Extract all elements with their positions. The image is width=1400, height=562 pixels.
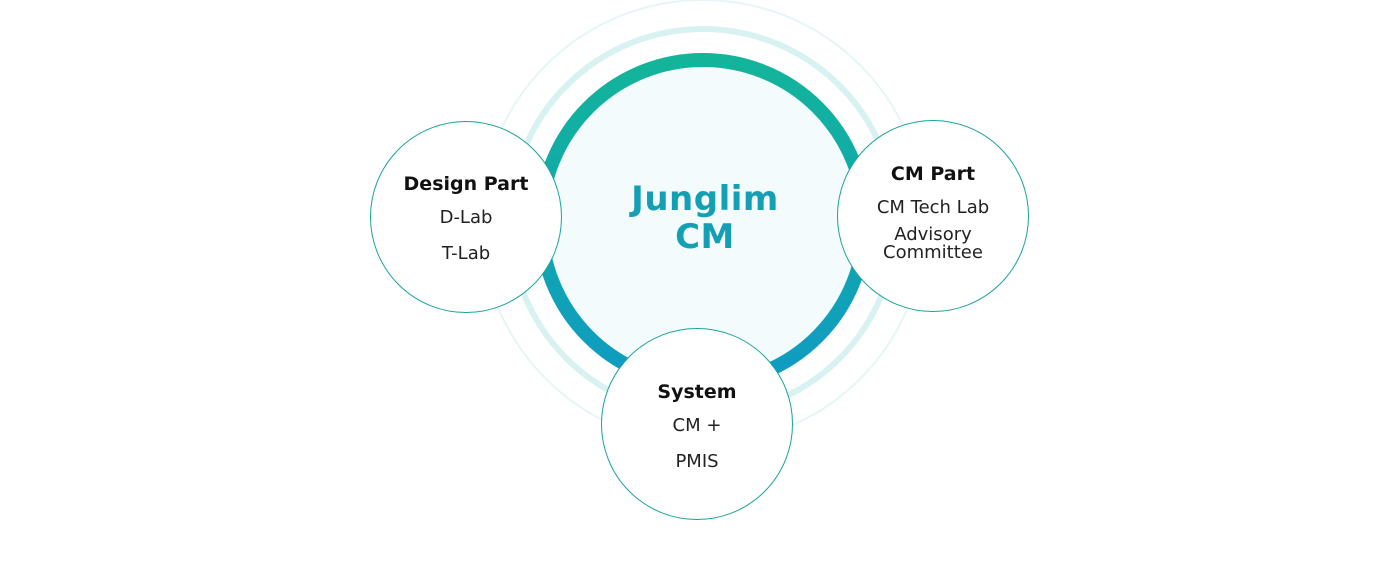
- node-cm-part-item-committee: Committee: [883, 242, 983, 263]
- center-title: Junglim CM: [560, 180, 850, 256]
- node-system-item-pmis: PMIS: [675, 451, 719, 472]
- center-title-line2: CM: [675, 217, 735, 257]
- node-system-item-cm-plus: CM +: [672, 415, 722, 436]
- center-circle-fill: [543, 62, 863, 382]
- node-cm-part-item-tech-lab: CM Tech Lab: [876, 197, 990, 218]
- node-system: System CM + PMIS: [601, 328, 793, 520]
- node-design-part-item-tlab: T-Lab: [441, 243, 491, 264]
- node-design-part: Design Part D-Lab T-Lab: [370, 121, 562, 313]
- node-system-title: System: [657, 381, 737, 403]
- node-design-part-title: Design Part: [403, 173, 529, 195]
- node-cm-part: CM Part CM Tech Lab Advisory Committee: [837, 120, 1029, 312]
- node-design-part-item-dlab: D-Lab: [439, 207, 493, 228]
- node-cm-part-item-advisory: Advisory: [894, 224, 972, 245]
- node-cm-part-title: CM Part: [890, 163, 976, 185]
- center-title-line1: Junglim: [631, 179, 779, 219]
